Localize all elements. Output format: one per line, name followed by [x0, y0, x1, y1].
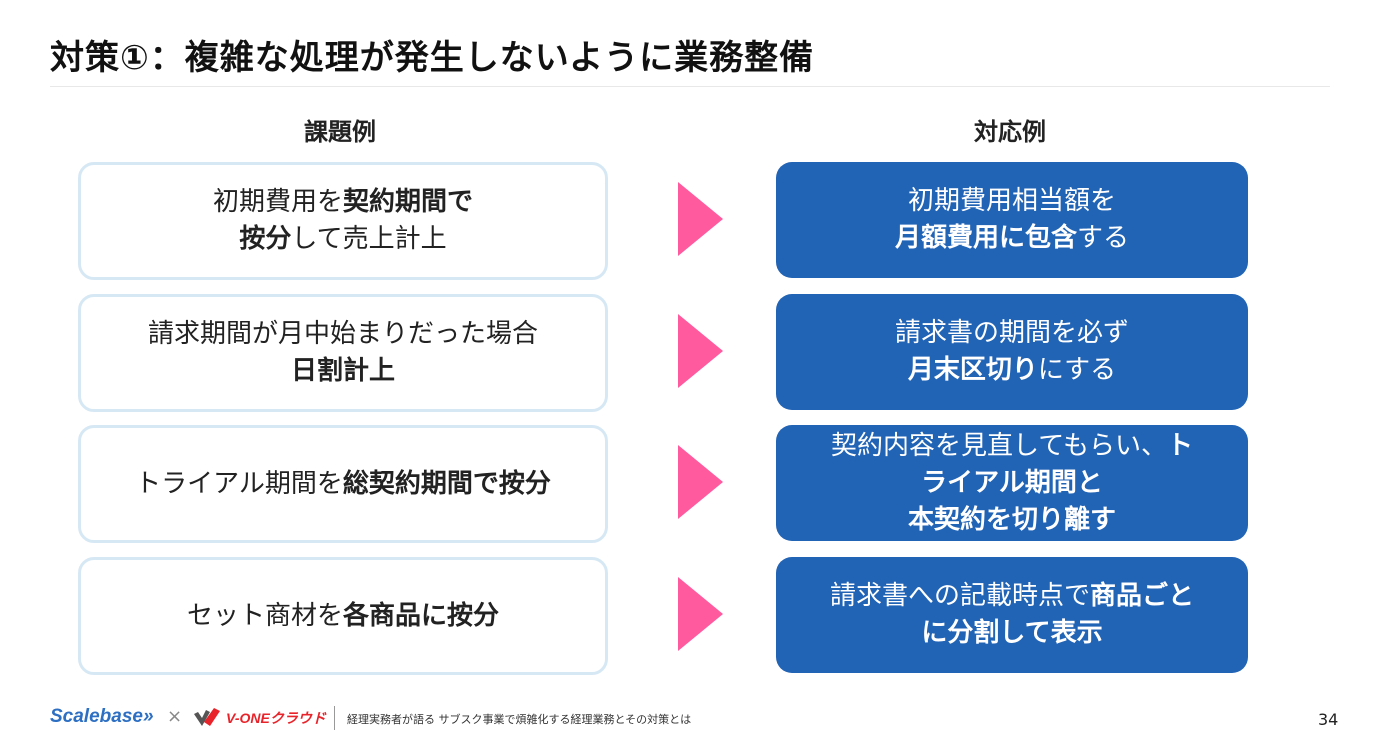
triangle-right-icon [678, 314, 723, 388]
slide-title: 対策①：複雑な処理が発生しないように業務整備 [50, 38, 815, 78]
body-text: 請求期間が月中始まりだった場合 [147, 319, 538, 349]
emphasis-text: 商品ごと [1090, 581, 1195, 611]
vone-logo-icon [194, 708, 220, 726]
text-line: に分割して表示 [830, 615, 1194, 652]
vone-cloud-logo-text: V-ONEクラウド [226, 710, 326, 726]
text-line: セット商材を各商品に按分 [187, 598, 499, 635]
text-line: 本契約を切り離す [831, 502, 1193, 539]
comparison-row-1: 初期費用を契約期間で按分して売上計上 初期費用相当額を月額費用に包含する [0, 162, 1380, 280]
column-header-issues: 課題例 [304, 118, 376, 146]
text-line: 月額費用に包含する [895, 220, 1129, 257]
emphasis-text: 契約期間で [343, 187, 474, 217]
emphasis-text: ト [1166, 430, 1193, 461]
collab-times-sign: × [167, 706, 183, 727]
comparison-row-4: セット商材を各商品に按分 請求書への記載時点で商品ごとに分割して表示 [0, 557, 1380, 675]
body-text: 請求書の期間を必ず [894, 318, 1129, 348]
text-line: 初期費用を契約期間で [213, 184, 473, 221]
text-line: トライアル期間を総契約期間で按分 [135, 466, 551, 503]
body-text: にする [1037, 355, 1117, 385]
solution-box: 初期費用相当額を月額費用に包含する [776, 162, 1248, 278]
solution-box: 契約内容を見直してもらい、トライアル期間と本契約を切り離す [776, 425, 1248, 541]
triangle-right-icon [678, 577, 723, 651]
body-text: する [1077, 223, 1130, 253]
emphasis-text: 日割計上 [290, 356, 395, 386]
footer: Scalebase» × V-ONEクラウド 経理実務者が語る サブスク事業で煩… [0, 700, 1380, 740]
emphasis-text: ライアル期間と [921, 467, 1103, 498]
body-text: 請求書への記載時点で [829, 581, 1090, 611]
text-line: ライアル期間と [831, 465, 1193, 502]
text-line: 按分して売上計上 [213, 221, 473, 258]
issue-box: トライアル期間を総契約期間で按分 [78, 425, 608, 543]
footer-divider [334, 706, 335, 730]
title-divider [50, 86, 1330, 87]
scalebase-logo: Scalebase» [50, 706, 154, 727]
text-line: 月末区切りにする [895, 352, 1129, 389]
solution-box: 請求書の期間を必ず月末区切りにする [776, 294, 1248, 410]
emphasis-text: 按分 [239, 224, 292, 254]
text-line: 請求書の期間を必ず [895, 315, 1129, 352]
body-text: 契約内容を見直してもらい、 [831, 430, 1167, 461]
text-line: 請求書への記載時点で商品ごと [830, 578, 1194, 615]
issue-box: 初期費用を契約期間で按分して売上計上 [78, 162, 608, 280]
body-text: 初期費用を [212, 187, 343, 217]
body-text: 初期費用相当額を [907, 186, 1116, 216]
emphasis-text: 総契約期間で按分 [342, 468, 551, 499]
issue-box: セット商材を各商品に按分 [78, 557, 608, 675]
emphasis-text: に分割して表示 [921, 618, 1103, 648]
emphasis-text: 各商品に按分 [343, 600, 500, 631]
emphasis-text: 本契約を切り離す [907, 504, 1116, 535]
triangle-right-icon [678, 182, 723, 256]
comparison-row-2: 請求期間が月中始まりだった場合日割計上 請求書の期間を必ず月末区切りにする [0, 294, 1380, 412]
text-line: 契約内容を見直してもらい、ト [831, 428, 1193, 465]
page-number: 34 [1318, 710, 1339, 729]
footer-caption: 経理実務者が語る サブスク事業で煩雑化する経理業務とその対策とは [347, 713, 692, 726]
text-line: 請求期間が月中始まりだった場合 [148, 316, 538, 353]
issue-box: 請求期間が月中始まりだった場合日割計上 [78, 294, 608, 412]
solution-box: 請求書への記載時点で商品ごとに分割して表示 [776, 557, 1248, 673]
text-line: 初期費用相当額を [895, 183, 1129, 220]
body-text: して売上計上 [291, 224, 447, 254]
text-line: 日割計上 [148, 353, 538, 390]
triangle-right-icon [678, 445, 723, 519]
emphasis-text: 月額費用に包含 [894, 223, 1077, 253]
emphasis-text: 月末区切り [907, 355, 1038, 385]
body-text: セット商材を [186, 600, 343, 631]
comparison-row-3: トライアル期間を総契約期間で按分 契約内容を見直してもらい、トライアル期間と本契… [0, 425, 1380, 543]
column-header-solutions: 対応例 [974, 118, 1046, 146]
body-text: トライアル期間を [135, 468, 343, 499]
